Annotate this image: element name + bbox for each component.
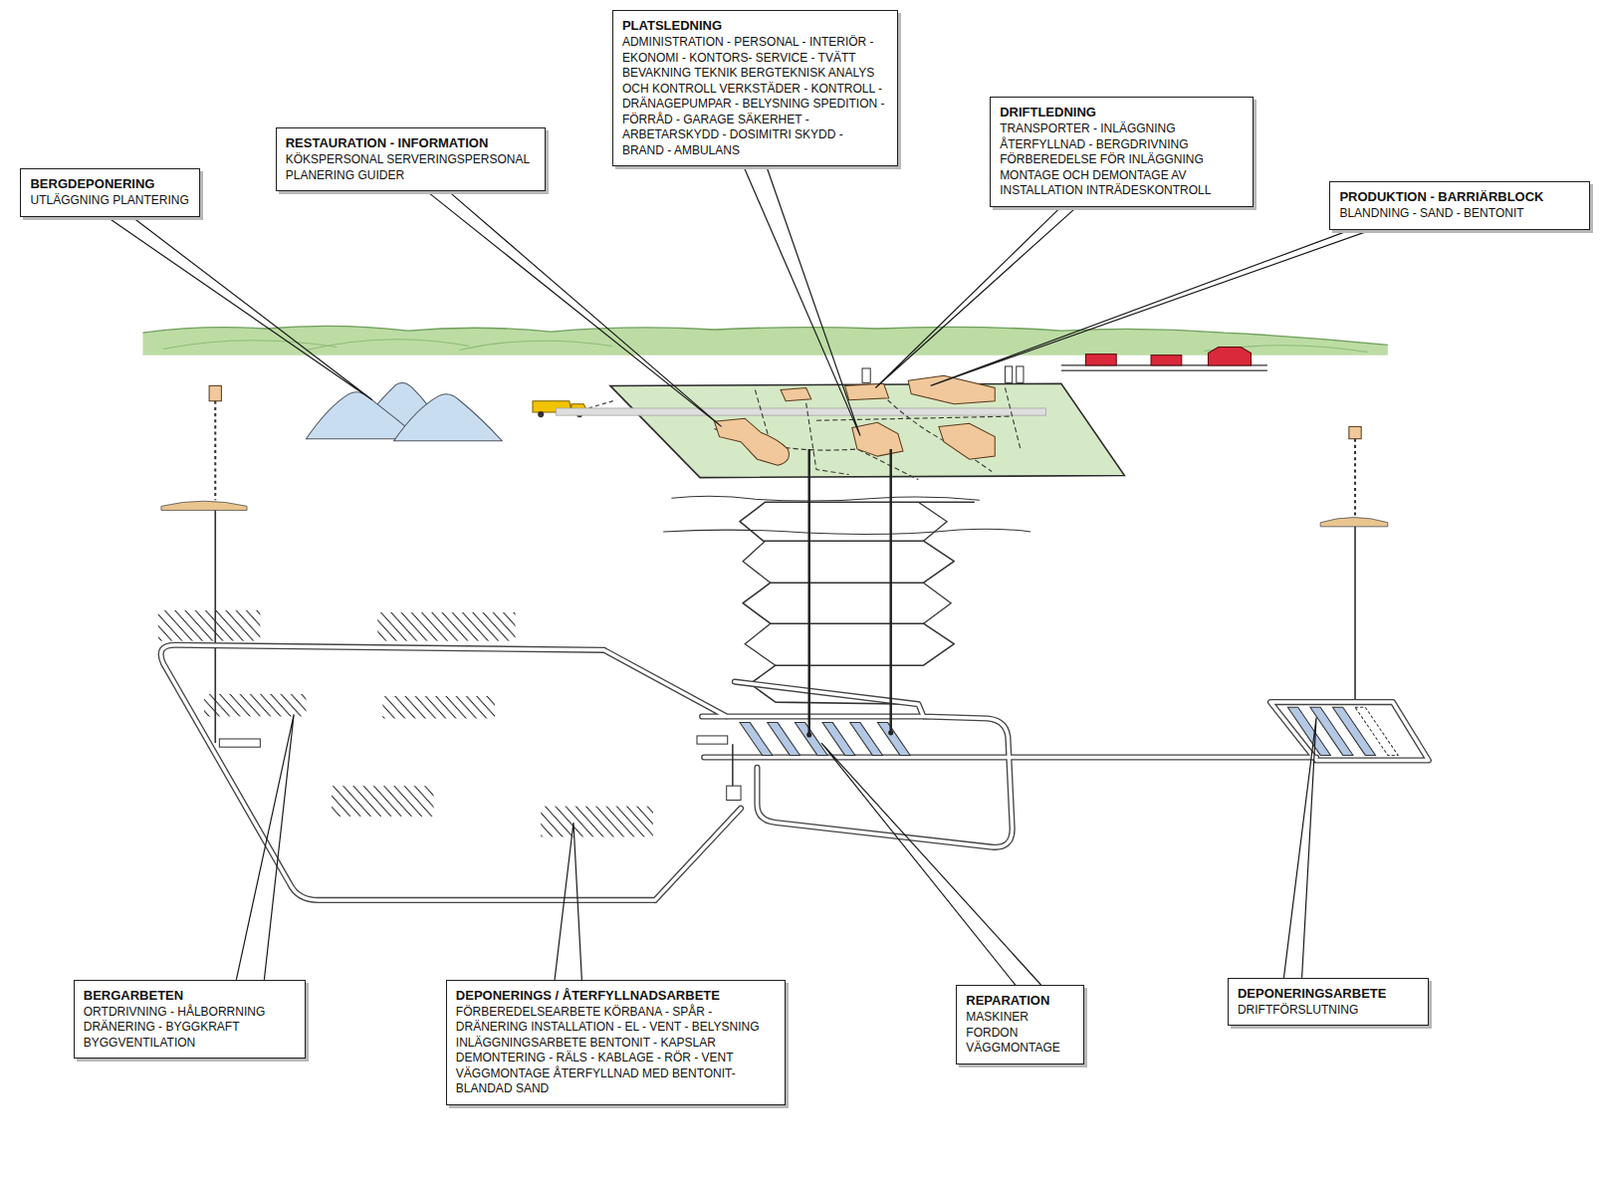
access-ramp	[742, 501, 951, 666]
railway	[1061, 365, 1268, 371]
restaurant-building	[713, 418, 789, 465]
access-road	[588, 400, 617, 409]
ground-surface	[1320, 517, 1388, 527]
deposition-tunnels	[204, 693, 306, 717]
callout-heading: DEPONERINGSARBETE	[1237, 984, 1419, 1002]
operations-building	[908, 375, 995, 405]
callout-box: REPARATIONMASKINER FORDON VÄGGMONTAGE	[955, 984, 1085, 1065]
callout-heading: REPARATION	[965, 991, 1075, 1009]
leader-line	[235, 713, 294, 979]
callout-text: MASKINER FORDON VÄGGMONTAGE	[965, 1009, 1075, 1057]
ventilation-shaft	[214, 401, 217, 500]
building	[938, 423, 995, 459]
deposition-tunnels	[540, 806, 654, 838]
chimney	[1004, 366, 1012, 383]
shaft-head	[209, 385, 222, 401]
truck-wheel	[537, 411, 544, 418]
callout-heading: PRODUKTION - BARRIÄRBLOCK	[1339, 188, 1580, 206]
ground-surface	[161, 500, 247, 510]
hill-outline	[142, 325, 1387, 345]
deposition-tunnels	[377, 612, 515, 642]
callout-text: ORTDRIVNING - HÅLBORRNING DRÄNERING - BY…	[83, 1004, 297, 1052]
callout-box: BERGARBETENORTDRIVNING - HÅLBORRNING DRÄ…	[73, 979, 307, 1060]
deposition-bay	[739, 722, 911, 756]
office-building	[852, 422, 904, 457]
shaft	[809, 449, 892, 735]
leader-line	[427, 191, 722, 427]
chimney	[862, 368, 871, 383]
access-ramp	[739, 501, 975, 704]
rail-wagon	[1085, 354, 1117, 366]
horizon-land	[142, 325, 1387, 355]
callout-heading: BERGARBETEN	[83, 986, 297, 1004]
callout-box: BERGDEPONERINGUTLÄGGNING PLANTERING	[19, 168, 200, 218]
leader-line	[106, 217, 373, 401]
deposition-tunnels	[382, 695, 495, 719]
callout-text: FÖRBEREDELSEARBETE KÖRBANA - SPÅR - DRÄN…	[456, 1004, 776, 1098]
callout-text: BLANDNING - SAND - BENTONIT	[1339, 206, 1580, 223]
deposition-tunnels	[331, 785, 434, 817]
callout-text: KÖKSPERSONAL SERVERINGSPERSONAL PLANERIN…	[285, 152, 537, 184]
callout-heading: DEPONERINGS / ÅTERFYLLNADSARBETE	[456, 986, 776, 1004]
leader-line	[875, 207, 1077, 389]
callout-box: DEPONERINGSARBETEDRIFTFÖRSLUTNING	[1227, 977, 1429, 1027]
leader-line	[1283, 716, 1317, 977]
callout-box: DRIFTLEDNINGTRANSPORTER - INLÄGGNING ÅTE…	[989, 96, 1253, 208]
leader-line	[930, 229, 1372, 386]
hill-contours	[163, 339, 1368, 353]
shaft-bottom	[806, 731, 812, 737]
callout-text: ADMINISTRATION - PERSONAL - INTERIÖR - E…	[622, 34, 889, 159]
callout-text: DRIFTFÖRSLUTNING	[1237, 1002, 1419, 1019]
shaft-foot	[219, 738, 260, 747]
callout-heading: RESTAURATION - INFORMATION	[285, 134, 537, 152]
chimney	[1016, 366, 1024, 383]
leader-line	[554, 822, 582, 980]
platform	[696, 735, 728, 744]
tunnel	[161, 645, 1429, 901]
callout-heading: PLATSLEDNING	[622, 16, 889, 34]
leader-line	[821, 742, 1041, 985]
illustration-group	[142, 325, 1428, 901]
rail-wagon	[1150, 355, 1182, 366]
callout-box: RESTAURATION - INFORMATIONKÖKSPERSONAL S…	[275, 127, 547, 192]
ventilation-shaft	[1354, 439, 1357, 517]
callout-box: DEPONERINGS / ÅTERFYLLNADSARBETEFÖRBERED…	[446, 979, 786, 1106]
shaft-bottom	[888, 729, 894, 735]
callout-heading: DRIFTLEDNING	[999, 103, 1243, 121]
deposition-tunnels	[158, 610, 260, 642]
platform	[726, 785, 741, 800]
rock-heap	[394, 394, 503, 442]
shaft-head	[1349, 426, 1362, 439]
tunnel-inner	[161, 645, 1429, 901]
building	[780, 387, 812, 401]
rail-station	[1207, 346, 1251, 365]
ventilation-shaft	[1354, 526, 1357, 702]
connector-shaft	[731, 743, 734, 786]
callout-text: TRANSPORTER - INLÄGGNING ÅTERFYLLNAD - B…	[999, 121, 1243, 200]
callout-box: PLATSLEDNINGADMINISTRATION - PERSONAL - …	[612, 9, 899, 167]
building	[845, 383, 890, 400]
callout-heading: BERGDEPONERING	[29, 175, 190, 193]
planned-bay	[1355, 706, 1398, 755]
surface-road	[556, 408, 1047, 416]
callout-text: UTLÄGGNING PLANTERING	[29, 193, 190, 210]
callout-box: PRODUKTION - BARRIÄRBLOCKBLANDNING - SAN…	[1329, 181, 1590, 230]
deposition-bay	[1287, 706, 1375, 755]
leader-line	[743, 166, 861, 436]
